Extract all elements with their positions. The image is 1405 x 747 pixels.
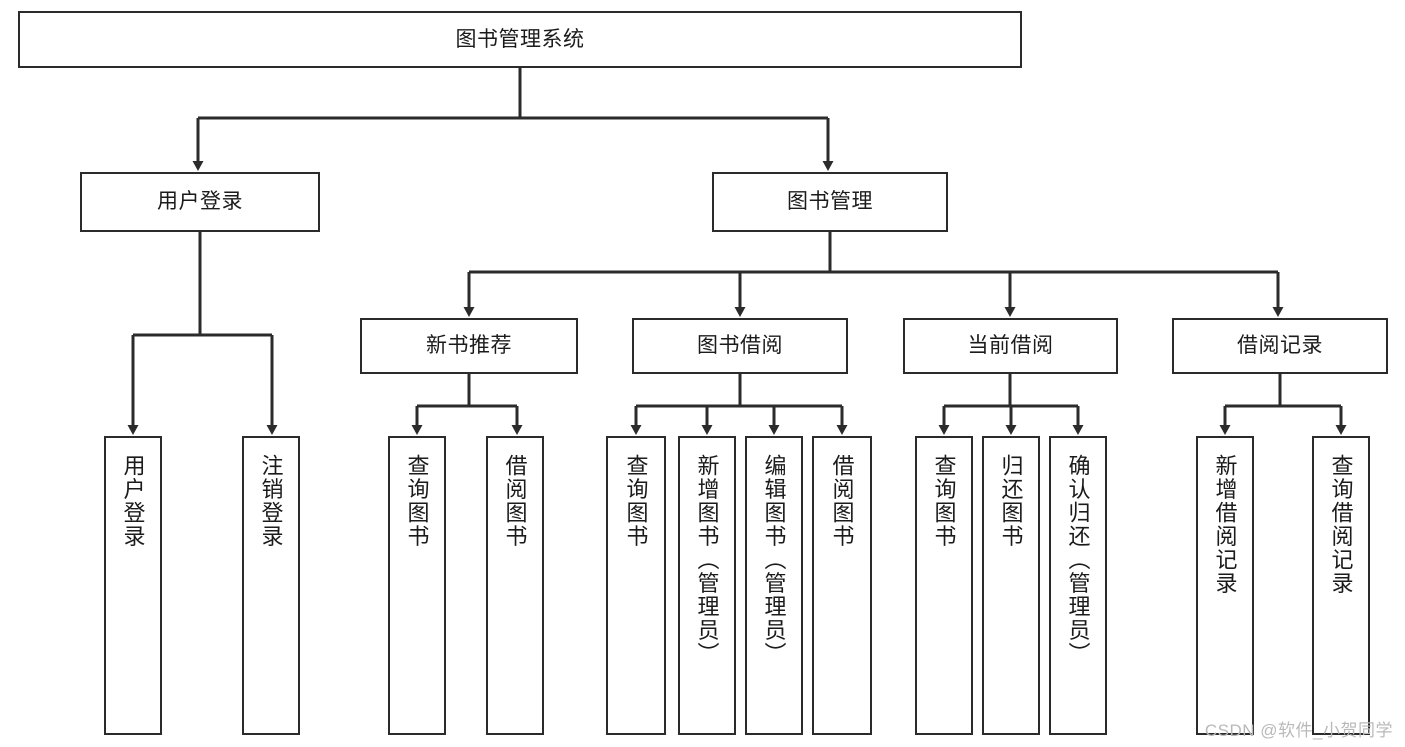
node-book-management-label: 图书管理 xyxy=(787,190,873,214)
node-leaf-add-record[interactable]: 新增借阅记录 xyxy=(1196,436,1254,735)
node-current-borrow-label: 当前借阅 xyxy=(967,334,1054,358)
node-leaf-query-book-1-label: 查询图书 xyxy=(404,454,430,548)
node-borrow-record-label: 借阅记录 xyxy=(1237,334,1323,358)
node-leaf-confirm-return[interactable]: 确认归还（管理员） xyxy=(1049,436,1107,735)
node-book-borrow-label: 图书借阅 xyxy=(697,334,783,358)
node-leaf-add-book[interactable]: 新增图书（管理员） xyxy=(678,436,736,735)
node-borrow-record[interactable]: 借阅记录 xyxy=(1172,318,1388,374)
node-leaf-query-book-2[interactable]: 查询图书 xyxy=(606,436,666,735)
node-book-borrow[interactable]: 图书借阅 xyxy=(632,318,848,374)
node-leaf-borrow-book-2-label: 借阅图书 xyxy=(829,454,855,548)
node-leaf-borrow-book-1-label: 借阅图书 xyxy=(502,454,528,548)
node-current-borrow[interactable]: 当前借阅 xyxy=(903,318,1118,374)
node-leaf-query-book-3[interactable]: 查询图书 xyxy=(915,436,973,735)
node-root-label: 图书管理系统 xyxy=(455,27,585,51)
node-leaf-user-login-label: 用户登录 xyxy=(120,454,146,548)
node-book-management[interactable]: 图书管理 xyxy=(712,172,948,232)
node-leaf-user-login[interactable]: 用户登录 xyxy=(104,436,162,735)
node-leaf-query-book-2-label: 查询图书 xyxy=(623,454,649,548)
node-leaf-logout[interactable]: 注销登录 xyxy=(242,436,300,735)
node-user-login[interactable]: 用户登录 xyxy=(80,172,320,232)
watermark: CSDN @软件_小贺同学 xyxy=(1204,721,1393,740)
node-leaf-add-record-label: 新增借阅记录 xyxy=(1212,454,1238,595)
node-leaf-return-book[interactable]: 归还图书 xyxy=(982,436,1040,735)
node-root[interactable]: 图书管理系统 xyxy=(18,11,1022,68)
node-leaf-edit-book[interactable]: 编辑图书（管理员） xyxy=(745,436,803,735)
node-leaf-borrow-book-2[interactable]: 借阅图书 xyxy=(812,436,872,735)
node-leaf-query-record-label: 查询借阅记录 xyxy=(1328,454,1354,595)
node-leaf-return-book-label: 归还图书 xyxy=(998,454,1024,548)
node-new-book-recommend[interactable]: 新书推荐 xyxy=(360,318,578,374)
node-leaf-logout-label: 注销登录 xyxy=(258,454,284,548)
node-user-login-label: 用户登录 xyxy=(157,190,243,214)
node-leaf-borrow-book-1[interactable]: 借阅图书 xyxy=(486,436,544,735)
node-leaf-query-record[interactable]: 查询借阅记录 xyxy=(1312,436,1370,735)
node-leaf-edit-book-label: 编辑图书（管理员） xyxy=(761,454,787,666)
node-leaf-confirm-return-label: 确认归还（管理员） xyxy=(1065,454,1091,666)
node-new-book-recommend-label: 新书推荐 xyxy=(426,334,512,358)
node-leaf-query-book-1[interactable]: 查询图书 xyxy=(388,436,446,735)
node-leaf-add-book-label: 新增图书（管理员） xyxy=(694,454,720,666)
node-leaf-query-book-3-label: 查询图书 xyxy=(931,454,957,548)
